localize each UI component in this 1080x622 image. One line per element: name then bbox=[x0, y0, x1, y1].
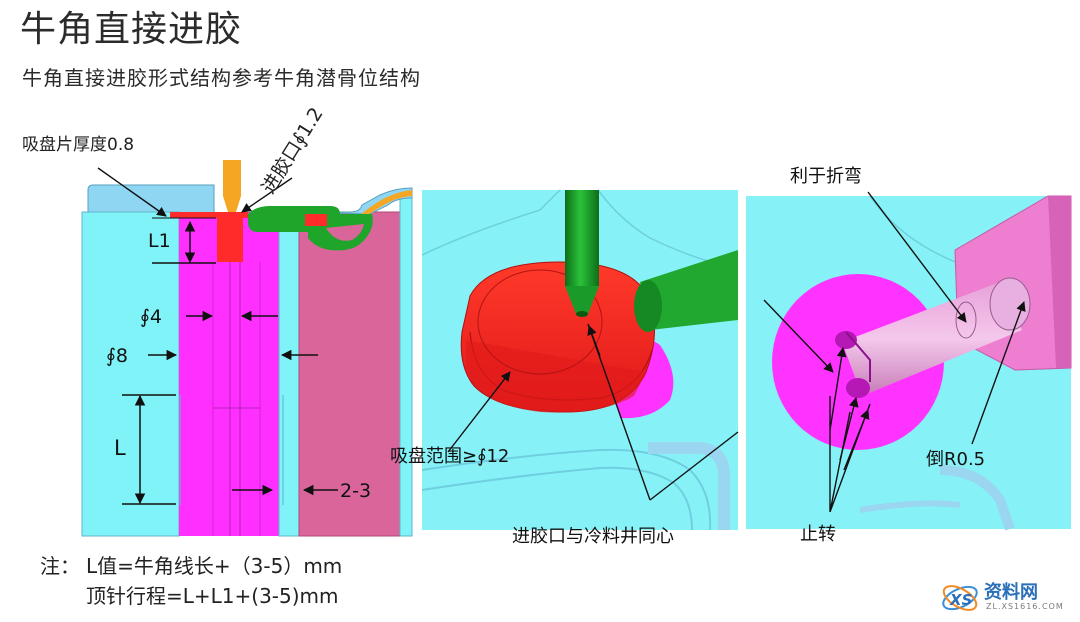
label-L: L bbox=[114, 436, 126, 460]
label-d8: ∮8 bbox=[106, 345, 128, 367]
note-prefix: 注： bbox=[40, 554, 80, 578]
cavity-block-right bbox=[399, 197, 413, 537]
left-section-panel: 吸盘片厚度0.8 进胶口∮1.2 L1 ∮4 ∮8 L 2-3 bbox=[22, 104, 413, 537]
watermark-mark-icon: XS bbox=[942, 585, 978, 611]
watermark-logo: XS 资料网 ZL.XS1616.COM bbox=[940, 578, 1076, 618]
note-line-2: 顶针行程=L+L1+(3-5)mm bbox=[86, 584, 339, 608]
mid-green-pin bbox=[565, 190, 599, 286]
leader-bend bbox=[867, 191, 967, 323]
svg-text:XS: XS bbox=[949, 591, 972, 609]
leader-r05 bbox=[971, 301, 1026, 445]
suction-plate bbox=[170, 212, 248, 218]
right-3d-panel: 利于折弯 倒R0.5 止转 bbox=[746, 166, 1072, 545]
leader-gate bbox=[241, 177, 293, 213]
leader-suction-range bbox=[447, 371, 511, 453]
page-title: 牛角直接进胶 bbox=[20, 9, 243, 50]
page-subtitle: 牛角直接进胶形式结构参考牛角潜骨位结构 bbox=[22, 66, 421, 90]
gate-block bbox=[217, 212, 243, 262]
label-2-3: 2-3 bbox=[340, 480, 371, 502]
label-L1: L1 bbox=[148, 230, 171, 252]
ejector-sleeve-body bbox=[179, 212, 279, 536]
mid-green-runner bbox=[640, 250, 738, 330]
orange-runner-right bbox=[360, 190, 412, 218]
watermark-brand: 资料网 bbox=[984, 582, 1038, 603]
label-bend: 利于折弯 bbox=[790, 166, 862, 187]
cavity-block-mid bbox=[278, 211, 300, 537]
watermark-url: ZL.XS1616.COM bbox=[986, 602, 1064, 611]
note-line-1: L值=牛角线长+（3-5）mm bbox=[86, 554, 343, 578]
leader-suction-thickness bbox=[97, 167, 167, 217]
label-suction-thickness: 吸盘片厚度0.8 bbox=[22, 135, 134, 155]
top-plate-left bbox=[87, 184, 215, 216]
label-gate: 进胶口∮1.2 bbox=[258, 104, 328, 198]
middle-3d-panel: 吸盘范围≥∮12 进胶口与冷料井同心 bbox=[390, 189, 739, 547]
sprue-orange bbox=[223, 160, 241, 196]
top-plate-right bbox=[298, 187, 413, 215]
label-r05: 倒R0.5 bbox=[926, 449, 985, 470]
suction-inner-ring bbox=[477, 269, 603, 375]
label-concentric: 进胶口与冷料井同心 bbox=[512, 526, 674, 547]
right-pin-cylinder bbox=[842, 282, 1022, 396]
label-antirotate: 止转 bbox=[800, 524, 836, 545]
label-suction-range: 吸盘范围≥∮12 bbox=[390, 446, 509, 467]
label-d4: ∮4 bbox=[140, 306, 162, 328]
cavity-block-left bbox=[81, 211, 180, 537]
